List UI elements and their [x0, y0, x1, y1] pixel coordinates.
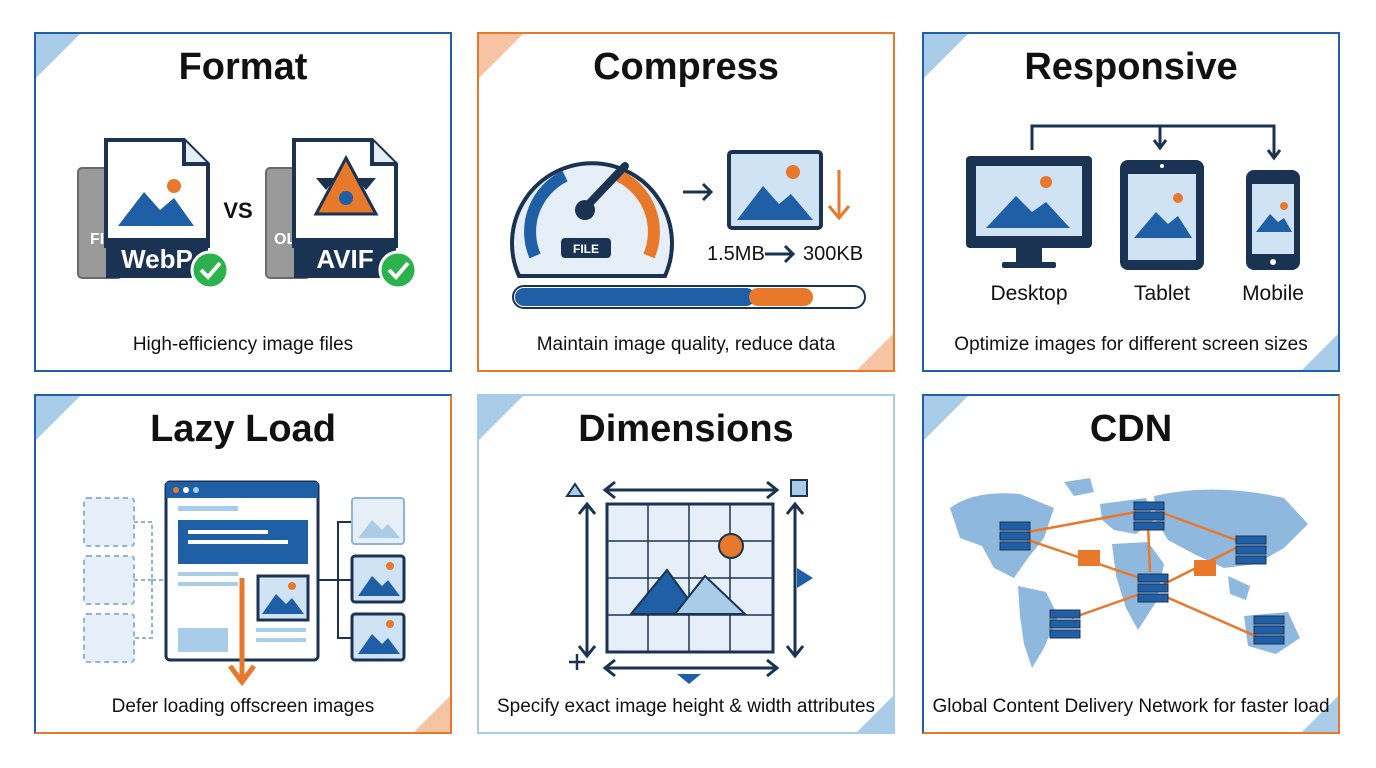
to-size-label: 300KB: [803, 243, 863, 265]
corner-accent: [857, 334, 893, 370]
format-illustration: FI WebP VS OL AVIF: [77, 138, 418, 290]
lazy-load-illustration: [83, 480, 406, 687]
server-icon: [1133, 501, 1165, 531]
corner-accent: [479, 34, 523, 78]
avif-file-icon: AVIF: [292, 138, 398, 278]
card-responsive: Responsive Desktop Tablet Mobile: [922, 32, 1340, 372]
width-arrow: [602, 480, 780, 500]
arrow-right-icon: [765, 244, 796, 264]
webp-file-icon: WebP: [104, 138, 210, 278]
server-icon: [1049, 609, 1081, 639]
card-caption: Maintain image quality, reduce data: [536, 334, 836, 355]
tablet-icon: [1120, 160, 1204, 270]
card-caption: High-efficiency image files: [132, 334, 354, 355]
tablet-label: Tablet: [1134, 282, 1190, 305]
avif-label: AVIF: [316, 244, 373, 274]
corner-accent: [414, 696, 450, 732]
card-title: CDN: [1089, 408, 1173, 450]
card-caption: Optimize images for different screen siz…: [954, 334, 1308, 355]
responsive-illustration: Desktop Tablet Mobile: [966, 124, 1304, 305]
card-caption: Global Content Delivery Network for fast…: [932, 696, 1330, 717]
card-title: Lazy Load: [150, 408, 336, 450]
server-icon: [1253, 615, 1285, 645]
card-lazy-load: Lazy Load: [34, 394, 452, 734]
from-size-label: 1.5MB: [707, 243, 765, 265]
corner-accent: [857, 696, 893, 732]
placeholder-images: [83, 497, 135, 663]
corner-accent: [1302, 334, 1338, 370]
compress-illustration: FILE 1.5MB 300KB: [510, 150, 866, 309]
card-title: Responsive: [1024, 46, 1238, 88]
card-dimensions: Dimensions Specify exact image height & …: [477, 394, 895, 734]
mobile-icon: [1246, 170, 1300, 270]
desktop-icon: [966, 156, 1092, 268]
mobile-label: Mobile: [1242, 282, 1304, 305]
image-icon: [727, 150, 823, 230]
corner-accent: [36, 34, 80, 78]
card-compress: Compress FILE 1.5MB 300KB Maintain image…: [477, 32, 895, 372]
card-title: Compress: [593, 46, 779, 88]
connector-lines: [318, 521, 352, 639]
server-icon: [1235, 535, 1267, 565]
card-caption: Defer loading offscreen images: [111, 696, 375, 717]
desktop-label: Desktop: [990, 282, 1067, 305]
cdn-illustration: [950, 478, 1308, 668]
arrow-down-icon: [228, 578, 256, 687]
play-icon: [797, 568, 813, 588]
connector-lines: [1030, 124, 1282, 161]
server-icons: [999, 501, 1285, 645]
webp-label: WebP: [121, 244, 193, 274]
width-arrow: [602, 658, 780, 678]
height-arrow-right: [785, 501, 805, 659]
card-caption: Specify exact image height & width attri…: [496, 696, 876, 717]
height-arrow-left: [577, 501, 597, 659]
arrow-down-icon: [827, 170, 851, 221]
square-icon: [790, 479, 808, 497]
dimensions-illustration: [565, 479, 813, 684]
corner-accent: [36, 396, 80, 440]
loaded-images: [350, 497, 406, 662]
connector-lines: [134, 521, 166, 639]
card-cdn: CDN: [922, 394, 1340, 734]
legacy-file-label: FI: [90, 231, 104, 248]
corner-accent: [479, 396, 523, 440]
card-title: Format: [178, 46, 308, 88]
card-format: Format FI WebP VS OL: [34, 32, 452, 372]
image-icon: [256, 574, 310, 622]
server-icon: [999, 521, 1031, 551]
file-label: FILE: [573, 242, 599, 256]
legacy-file-label: OL: [274, 231, 296, 248]
corner-accent: [924, 34, 968, 78]
vs-label: VS: [223, 198, 252, 223]
image-grid: [605, 502, 775, 654]
speedometer-icon: FILE: [510, 161, 674, 278]
progress-bar: [512, 285, 866, 309]
card-title: Dimensions: [578, 408, 794, 450]
server-icon: [1137, 573, 1169, 603]
plus-icon: [569, 654, 585, 670]
envelope-icons: [1078, 550, 1216, 576]
corner-accent: [1302, 696, 1338, 732]
triangle-down-icon: [677, 674, 701, 684]
arrow-right-icon: [683, 182, 714, 202]
corner-accent: [924, 396, 968, 440]
check-icon: [378, 250, 418, 290]
triangle-icon: [565, 482, 585, 497]
check-icon: [190, 250, 230, 290]
